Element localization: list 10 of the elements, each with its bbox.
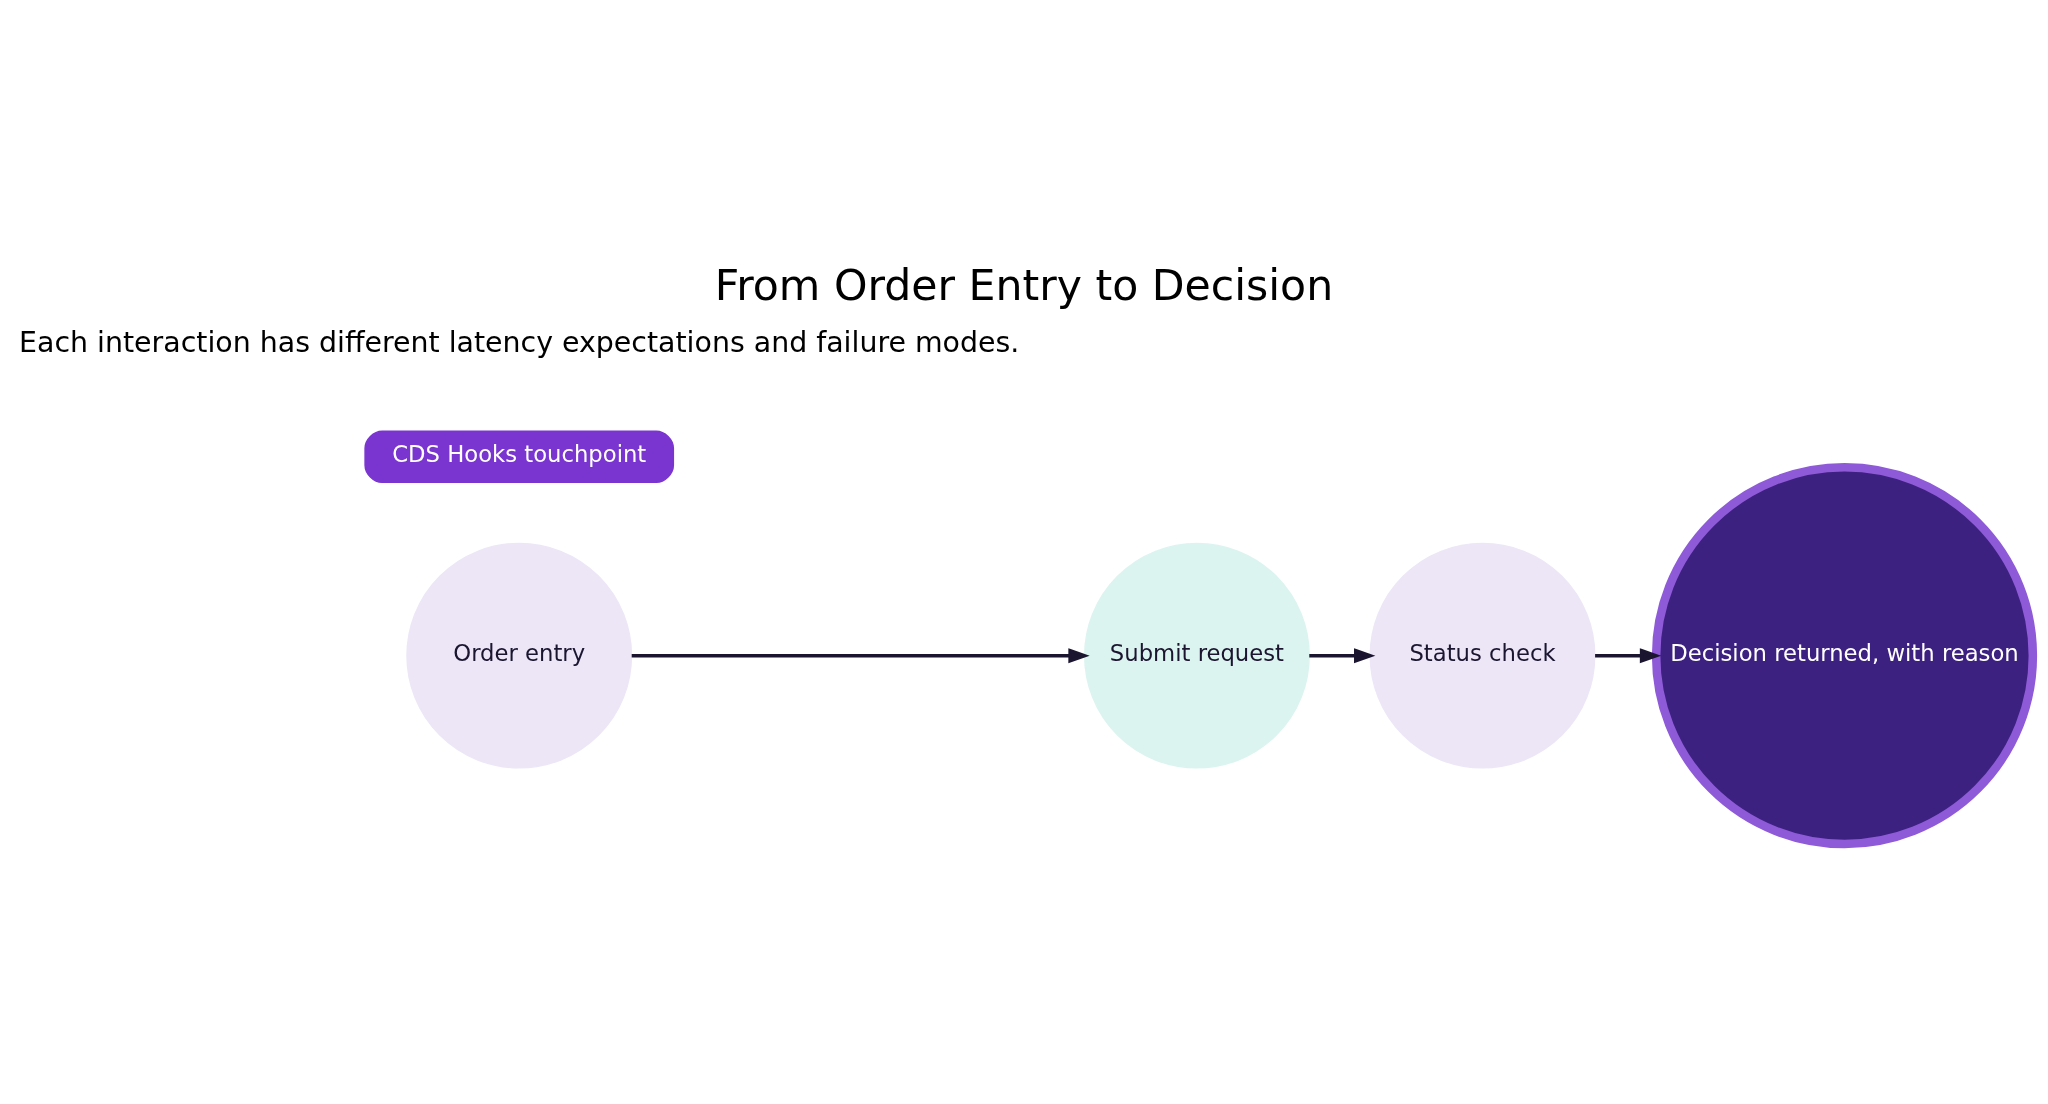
diagram-title: From Order Entry to Decision bbox=[714, 259, 1334, 310]
arrow bbox=[1595, 647, 1662, 663]
node-circle: Status check bbox=[1369, 542, 1596, 769]
caption: Each interaction has different latency expectations and failure modes. bbox=[19, 325, 1020, 359]
arrow bbox=[1309, 647, 1376, 663]
node-circle: Submit request bbox=[1083, 542, 1310, 769]
node-box: CDS Hooks touchpoint bbox=[364, 429, 675, 483]
node-circle: Decision returned, with reason bbox=[1651, 462, 2038, 848]
node-circle: Order entry bbox=[406, 542, 633, 769]
arrow bbox=[631, 647, 1090, 663]
